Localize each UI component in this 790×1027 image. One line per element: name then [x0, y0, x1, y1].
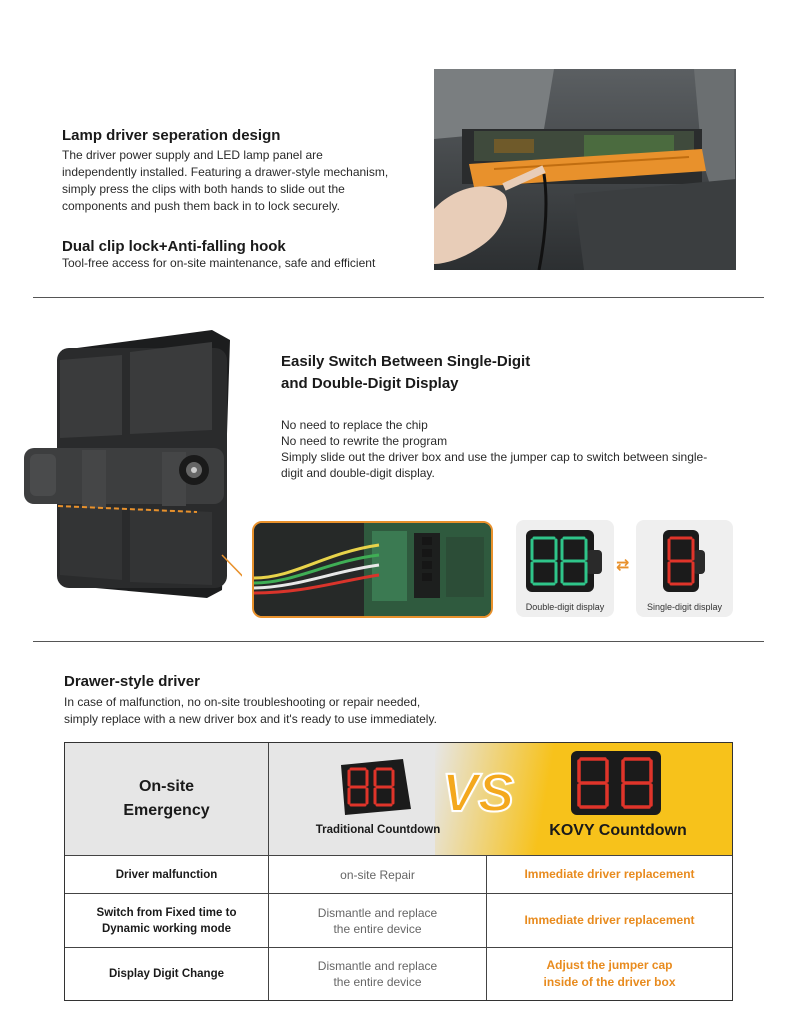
row-divider [65, 947, 732, 948]
driver-drawer-illustration [434, 69, 736, 270]
row-divider [65, 893, 732, 894]
table-row-1-traditional: on-site Repair [269, 856, 486, 893]
lamp-driver-paragraph: The driver power supply and LED lamp pan… [62, 147, 432, 215]
divider [33, 297, 764, 298]
col-divider [486, 855, 487, 1000]
table-row-2-kovy: Immediate driver replacement [487, 894, 732, 947]
text-line: No need to replace the chip [281, 418, 428, 432]
single-digit-display-icon [663, 530, 705, 592]
double-digit-display-icon [526, 530, 602, 592]
dual-clip-title: Dual clip lock+Anti-falling hook [62, 238, 286, 255]
cell-line: the entire device [333, 921, 422, 936]
para-line: components and push them back in to lock… [62, 199, 340, 213]
kovy-countdown-image [571, 751, 661, 815]
jumper-cap-closeup [252, 521, 493, 618]
table-row-1-label: Driver malfunction [65, 856, 268, 893]
table-row-3-label: Display Digit Change [65, 948, 268, 1000]
col-divider [268, 743, 269, 1000]
switch-display-title: Easily Switch Between Single-Digit and D… [281, 351, 530, 395]
cell-line: Dynamic working mode [101, 922, 232, 935]
driver-drawer-photo [434, 69, 736, 270]
pcb-illustration [254, 523, 491, 616]
countdown-unit-illustration [24, 330, 255, 598]
header-line: On-site [138, 778, 195, 795]
kovy-caption: KOVY Countdown [549, 822, 687, 839]
vs-text: VS [441, 762, 515, 824]
para-line: The driver power supply and LED lamp pan… [62, 148, 323, 162]
para-line: independently installed. Featuring a dra… [62, 165, 389, 179]
cell-line: Display Digit Change [108, 968, 225, 980]
table-row-3-traditional: Dismantle and replace the entire device [269, 948, 486, 1000]
double-digit-card: Double-digit display [516, 520, 614, 617]
text-line: Simply slide out the driver box and use … [281, 450, 708, 464]
lamp-driver-title: Lamp driver seperation design [62, 127, 281, 144]
cell-line: Driver malfunction [115, 868, 218, 881]
single-digit-card: Single-digit display [636, 520, 733, 617]
para-line: simply replace with a new driver box and… [64, 712, 437, 726]
para-line: In case of malfunction, no on-site troub… [64, 695, 421, 709]
drawer-driver-paragraph: In case of malfunction, no on-site troub… [64, 694, 437, 728]
header-line: Emergency [123, 802, 210, 819]
title-line: Easily Switch Between Single-Digit [281, 353, 531, 370]
cell-line: Adjust the jumper cap [546, 958, 673, 972]
title-line: and Double-Digit Display [281, 375, 459, 392]
double-digit-caption: Double-digit display [525, 602, 605, 612]
traditional-countdown-image [341, 759, 411, 815]
cell-line: Switch from Fixed time to [96, 906, 237, 919]
cell-line: Dismantle and replace [317, 959, 438, 973]
switch-display-text: No need to replace the chip No need to r… [281, 417, 751, 481]
table-header-label: On-site Emergency [65, 743, 268, 855]
countdown-unit-render [22, 330, 255, 600]
para-line: simply press the clips with both hands t… [62, 182, 345, 196]
cell-line: Dismantle and replace [317, 905, 438, 920]
row-divider [65, 855, 732, 856]
dual-clip-text: Tool-free access for on-site maintenance… [62, 256, 376, 270]
cell-line: Immediate driver replacement [524, 867, 695, 881]
cell-line: Immediate driver replacement [524, 913, 695, 927]
table-row-1-kovy: Immediate driver replacement [487, 856, 732, 893]
cell-line: on-site Repair [340, 867, 415, 882]
divider [33, 641, 764, 642]
text-line: digit and double-digit display. [281, 466, 435, 480]
table-row-2-traditional: Dismantle and replace the entire device [269, 894, 486, 947]
comparison-table: On-site Emergency Traditional Countdown … [64, 742, 733, 1001]
cell-line: inside of the driver box [543, 975, 676, 989]
swap-arrows-icon: ⇄ [616, 557, 630, 574]
table-row-3-kovy: Adjust the jumper cap inside of the driv… [487, 948, 732, 1000]
single-digit-caption: Single-digit display [646, 602, 723, 612]
traditional-caption: Traditional Countdown [315, 824, 441, 836]
text-line: No need to rewrite the program [281, 434, 448, 448]
drawer-driver-title: Drawer-style driver [64, 673, 200, 690]
cell-line: the entire device [333, 975, 422, 989]
table-row-2-label: Switch from Fixed time to Dynamic workin… [65, 894, 268, 947]
